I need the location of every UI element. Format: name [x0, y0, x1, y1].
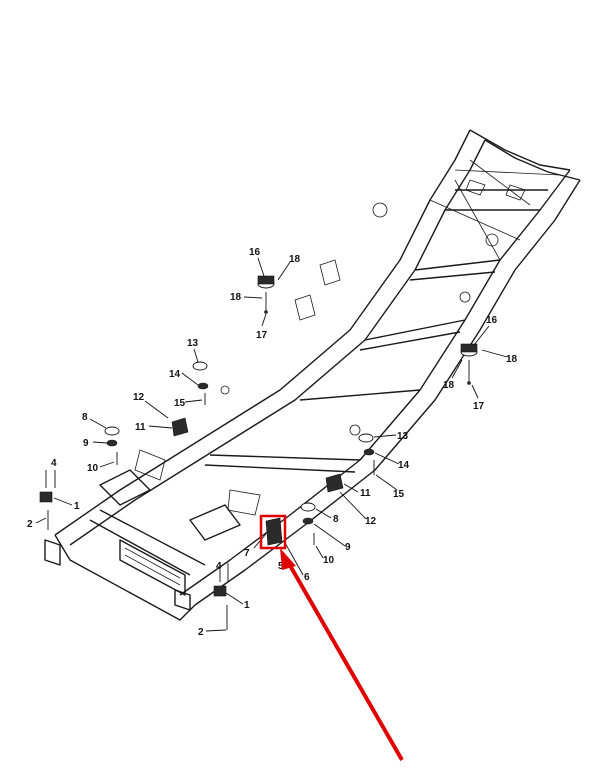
callout-label: 8	[82, 412, 88, 423]
pointer-arrow	[280, 548, 404, 761]
callout-label: 2	[27, 519, 33, 530]
callout-label: 14	[398, 460, 410, 471]
callout-label: 18	[289, 254, 301, 265]
callout-label: 14	[169, 369, 181, 380]
callout-label: 10	[87, 463, 99, 474]
callout-label: 17	[256, 330, 268, 341]
callout-label: 15	[393, 489, 405, 500]
frame-mount-parts	[39, 275, 478, 630]
callout-label: 7	[244, 548, 250, 559]
frame-rails	[44, 129, 581, 621]
callout-label: 1	[244, 600, 250, 611]
callout-label: 10	[323, 555, 335, 566]
callout-label: 8	[333, 514, 339, 525]
callout-label: 17	[473, 401, 485, 412]
callout-label: 9	[345, 542, 351, 553]
callout-label: 11	[135, 422, 146, 433]
callout-label: 2	[198, 627, 204, 638]
callout-label: 15	[174, 398, 186, 409]
callout-label: 4	[51, 458, 57, 469]
callout-label: 9	[83, 438, 89, 449]
callout-label: 13	[397, 431, 409, 442]
callout-label: 11	[360, 488, 371, 499]
callout-label: 18	[506, 354, 518, 365]
callout-label: 1	[74, 501, 80, 512]
highlight-box	[259, 514, 287, 550]
callout-label: 18	[443, 380, 455, 391]
callout-label: 5	[278, 561, 284, 572]
callout-label: 12	[133, 392, 145, 403]
callout-labels: 16 18 18 17 16 18 18 17 13 14 15 12 11 8…	[27, 247, 518, 638]
callout-label: 16	[486, 315, 498, 326]
callout-label: 18	[230, 292, 242, 303]
callout-label: 6	[304, 572, 310, 583]
callout-label: 4	[216, 561, 222, 572]
callout-label: 16	[249, 247, 261, 258]
callout-label: 12	[365, 516, 377, 527]
leader-lines	[35, 257, 508, 632]
callout-label: 13	[187, 338, 199, 349]
